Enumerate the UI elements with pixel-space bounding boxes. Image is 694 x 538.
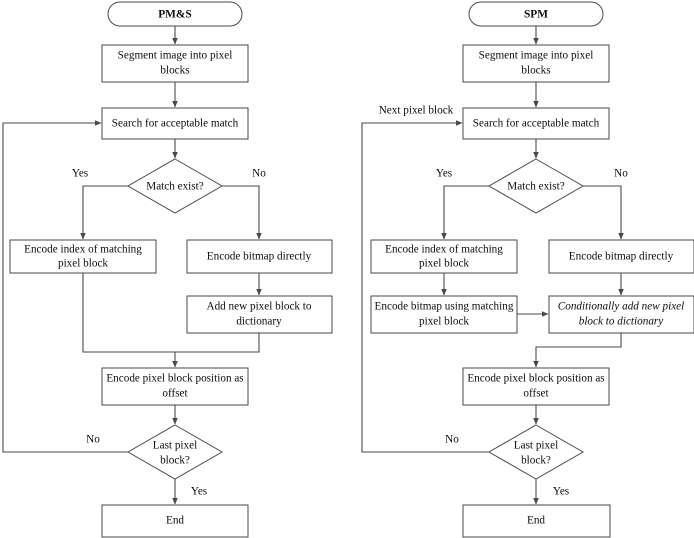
node-pms-decision-last: [126, 424, 224, 480]
node-spm-decision-last-line2: block?: [521, 455, 551, 467]
node-spm-encode-offset-line1: Encode pixel block position as: [467, 373, 604, 385]
node-spm-encode-index: [370, 239, 518, 274]
node-pms-add-block-line2: dictionary: [236, 316, 282, 328]
node-spm-end: [462, 504, 611, 538]
node-spm-conditional-add-line2: block to dictionary: [579, 316, 664, 328]
node-spm-end-label: End: [527, 515, 545, 527]
edge-label-pms-last-no: No: [86, 434, 100, 446]
edge-spm-cond-to-offset: [533, 333, 622, 368]
node-spm-segment: [462, 44, 610, 83]
panel-spm: SPM Segment image into pixel blocks Sear…: [361, 1, 694, 538]
edge-label-pms-match-yes: Yes: [72, 168, 88, 180]
node-pms-encode-offset-line1: Encode pixel block position as: [106, 373, 243, 385]
node-spm-decision-match-label: Match exist?: [507, 181, 565, 193]
node-pms-decision-match: [126, 158, 224, 214]
edge-label-spm-match-no: No: [614, 168, 628, 180]
node-pms-search-label: Search for acceptable match: [112, 118, 239, 130]
node-pms-end: [101, 504, 249, 538]
node-pms-encode-index-line2: pixel block: [58, 258, 108, 270]
node-pms-end-label: End: [166, 515, 184, 527]
node-spm-encode-using-line2: pixel block: [419, 316, 469, 328]
node-spm-search-label: Search for acceptable match: [473, 118, 600, 130]
node-pms-encode-bitmap-label: Encode bitmap directly: [207, 251, 312, 263]
node-spm-encode-index-line1: Encode index of matching: [385, 244, 503, 256]
edge-pms-merge-right: [175, 333, 260, 353]
edge-label-spm-last-no: No: [445, 434, 459, 446]
node-spm-encode-using: [370, 295, 518, 334]
edge-label-pms-match-no: No: [252, 168, 266, 180]
node-pms-decision-match-label: Match exist?: [146, 181, 204, 193]
node-spm-segment-line2: blocks: [521, 65, 550, 77]
edge-pms-match-no: [222, 185, 262, 240]
node-pms-encode-bitmap: [186, 239, 333, 274]
node-spm-encode-bitmap-label: Encode bitmap directly: [569, 251, 674, 263]
node-pms-add-block: [186, 295, 333, 334]
node-spm-encode-offset: [462, 367, 610, 406]
panel-pms: PM&S Segment image into pixel blocks Sea…: [2, 1, 333, 538]
edge-pms-merge-left: [82, 273, 175, 353]
edge-pms-last-no-feedback: [2, 120, 128, 453]
node-spm-conditional-add: [548, 295, 694, 334]
node-pms-add-block-line1: Add new pixel block to: [206, 301, 311, 313]
node-pms-start-label: PM&S: [158, 9, 192, 21]
edge-label-spm-next-pixel-block: Next pixel block: [379, 105, 454, 117]
edge-label-pms-last-yes: Yes: [191, 486, 207, 498]
node-pms-decision-last-line1: Last pixel: [153, 440, 197, 452]
node-pms-decision-last-line2: block?: [160, 455, 190, 467]
node-spm-conditional-add-line1: Conditionally add new pixel: [558, 301, 684, 313]
node-pms-encode-offset-line2: offset: [162, 388, 188, 400]
edge-label-spm-last-yes: Yes: [553, 486, 569, 498]
node-spm-encode-using-line1: Encode bitmap using matching: [375, 301, 514, 313]
edge-spm-match-no: [583, 185, 624, 240]
node-pms-segment-line2: blocks: [160, 65, 189, 77]
node-pms-segment: [101, 44, 249, 83]
node-spm-decision-last: [487, 424, 585, 480]
edge-spm-match-yes: [441, 185, 489, 240]
node-pms-encode-index-line1: Encode index of matching: [24, 244, 142, 256]
node-pms-segment-line1: Segment image into pixel: [118, 50, 233, 62]
node-spm-decision-last-line1: Last pixel: [514, 440, 558, 452]
node-spm-encode-offset-line2: offset: [523, 388, 549, 400]
node-spm-segment-line1: Segment image into pixel: [479, 50, 594, 62]
edge-pms-match-yes: [80, 185, 128, 240]
node-spm-encode-bitmap: [548, 239, 694, 274]
node-spm-decision-match: [487, 158, 585, 214]
edge-spm-last-no-feedback: [361, 120, 489, 453]
edge-label-spm-match-yes: Yes: [436, 168, 452, 180]
node-spm-encode-index-line2: pixel block: [419, 258, 469, 270]
node-spm-start-label: SPM: [524, 9, 548, 21]
